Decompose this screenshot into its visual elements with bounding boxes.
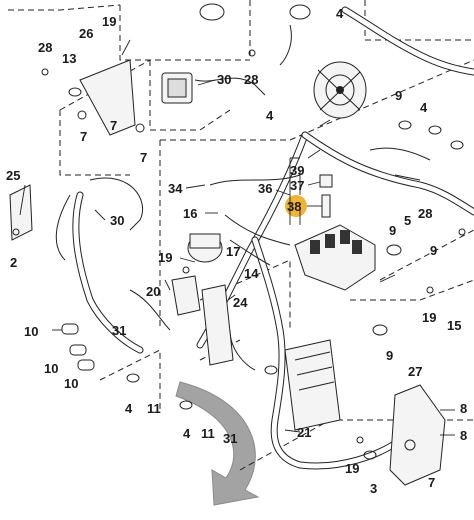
callout-39: 39 [290,163,304,178]
callout-27: 27 [408,364,422,379]
callout-10: 10 [44,361,58,376]
callout-24: 24 [233,295,248,310]
starter-solenoid [187,233,223,263]
callout-5: 5 [404,213,411,228]
callout-19: 19 [345,461,359,476]
callout-4: 4 [420,100,428,115]
callout-19: 19 [158,250,172,265]
callout-19: 19 [102,14,116,29]
callout-36: 36 [258,181,272,196]
callout-25: 25 [6,168,20,183]
ecu-module [284,339,341,431]
callout-11: 11 [147,401,161,416]
cover-panel-24 [201,284,234,366]
callout-7: 7 [110,118,117,133]
callout-labels: 19 26 28 13 7 7 4 30 28 9 4 4 7 25 2 30 … [6,6,467,496]
fuse-block [294,224,376,291]
leader-lines [19,39,455,436]
callout-7: 7 [140,150,147,165]
callout-8: 8 [460,428,467,443]
alternator [313,61,367,119]
callout-10: 10 [64,376,78,391]
fasteners [12,3,466,460]
clamp-mount-13 [79,59,136,136]
callout-7: 7 [428,475,435,490]
callout-30: 30 [217,72,231,87]
callout-19: 19 [422,310,436,325]
callout-9: 9 [395,88,402,103]
callout-37: 37 [290,178,304,193]
callout-7: 7 [80,129,87,144]
callout-17: 17 [226,244,240,259]
callout-31: 31 [223,431,237,446]
callout-4: 4 [336,6,344,21]
callout-3: 3 [370,481,377,496]
callout-9: 9 [386,348,393,363]
callout-21: 21 [297,425,311,440]
relay-box [161,72,193,104]
callout-2: 2 [10,255,17,270]
callout-15: 15 [447,318,461,333]
branch-wires [55,24,431,371]
callout-28: 28 [38,40,52,55]
callout-4: 4 [266,108,274,123]
callout-14: 14 [244,266,259,281]
callout-9: 9 [389,223,396,238]
direction-arrow [175,381,260,506]
callout-30: 30 [110,213,124,228]
fuse-stack-38 [319,174,333,218]
callout-8: 8 [460,401,467,416]
callout-4: 4 [183,426,191,441]
callout-28: 28 [244,72,258,87]
callout-9: 9 [430,243,437,258]
callout-10: 10 [24,324,38,339]
highlight-38 [285,195,307,217]
cover-panel-20 [171,275,201,316]
callout-28: 28 [418,206,432,221]
callout-34: 34 [168,181,183,196]
callout-26: 26 [79,26,93,41]
callout-20: 20 [146,284,160,299]
bracket-25 [9,184,33,241]
callout-31: 31 [112,323,126,338]
bracket-27 [389,384,446,486]
callout-13: 13 [62,51,76,66]
callout-4: 4 [125,401,133,416]
callout-11: 11 [201,426,215,441]
callout-38: 38 [287,199,301,214]
callout-16: 16 [183,206,197,221]
